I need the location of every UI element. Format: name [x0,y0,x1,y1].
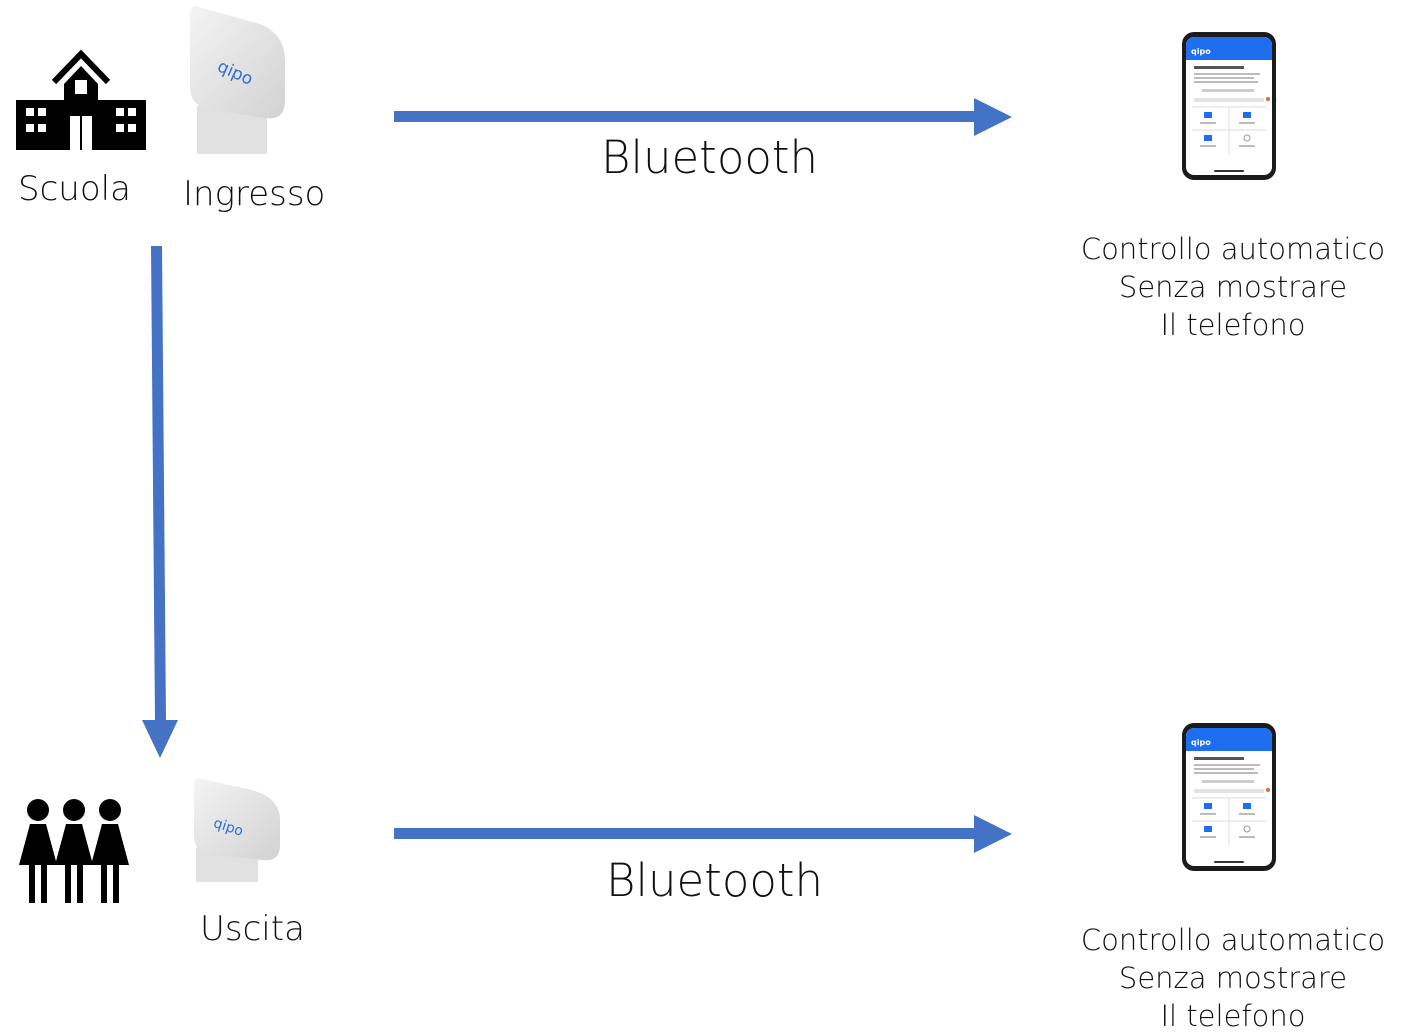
smartphone-app-icon: qipo [1182,32,1276,180]
people-group-icon [19,799,129,903]
school-building-icon [16,49,146,150]
svg-text:qipo: qipo [1191,47,1211,56]
flow-arrow-down [142,246,178,758]
beacon-device-icon: qipo [194,778,280,882]
exit-label: Uscita [200,909,305,949]
entrance-label: Ingresso [183,174,326,214]
school-label: Scuola [18,169,131,209]
bluetooth-label-bottom: Bluetooth [606,854,824,907]
bluetooth-arrow-top [394,98,1012,136]
beacon-device-icon: qipo [190,6,285,154]
phone-caption-top: Controllo automatico Senza mostrare Il t… [1080,232,1386,342]
svg-text:qipo: qipo [1191,738,1211,747]
bluetooth-arrow-bottom [394,815,1012,853]
phone-caption-bottom: Controllo automatico Senza mostrare Il t… [1080,923,1386,1033]
smartphone-app-icon: qipo [1182,723,1276,871]
bluetooth-label-top: Bluetooth [601,131,819,184]
